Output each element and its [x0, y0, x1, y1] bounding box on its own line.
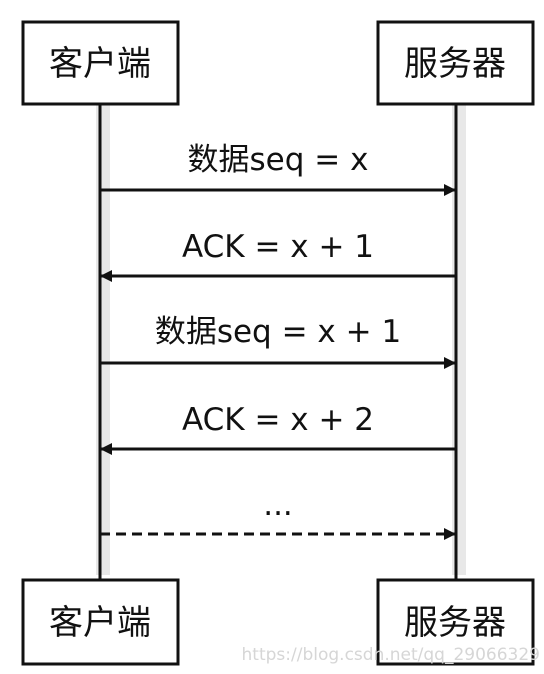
message-1: 数据seq = x	[100, 142, 456, 196]
message-2-label: ACK = x + 1	[182, 229, 374, 265]
server-label-bottom: 服务器	[404, 603, 506, 643]
message-3-label: 数据seq = x + 1	[155, 314, 401, 350]
message-4: ACK = x + 2	[100, 402, 456, 455]
client-label-bottom: 客户端	[49, 603, 151, 643]
message-3: 数据seq = x + 1	[100, 314, 456, 369]
message-4-label: ACK = x + 2	[182, 402, 374, 438]
server-box-top: 服务器	[376, 20, 535, 106]
server-label-top: 服务器	[404, 44, 506, 84]
client-label-top: 客户端	[49, 44, 151, 84]
watermark-text: https://blog.csdn.net/qq_29066329	[242, 645, 540, 665]
message-1-label: 数据seq = x	[188, 142, 369, 178]
message-2: ACK = x + 1	[100, 229, 456, 282]
server-box-bottom: 服务器	[376, 578, 535, 666]
server-lifeline-shadow	[452, 105, 466, 575]
client-box-top: 客户端	[21, 20, 180, 106]
client-lifeline-shadow	[96, 105, 110, 575]
message-5: ...	[100, 487, 456, 540]
message-5-label: ...	[263, 487, 293, 523]
client-box-bottom: 客户端	[21, 578, 180, 666]
